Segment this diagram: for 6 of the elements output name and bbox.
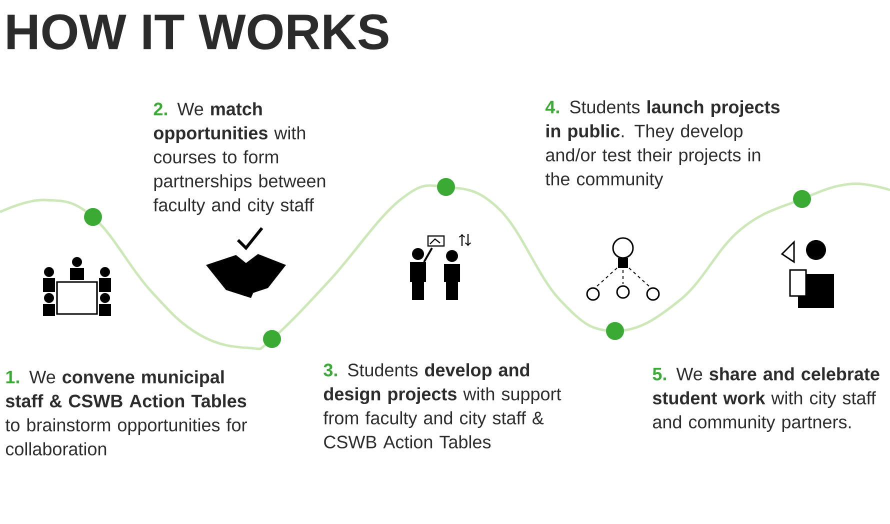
step-text: 5. We share and celebrate student work with city staff and community partners. bbox=[652, 367, 880, 432]
step-text: 4. Students launch projects in public. They develop and/or test their projects in the community bbox=[545, 100, 780, 189]
step-text: 3. Students develop and design projects with support from faculty and city staff & CSWB Action Tables bbox=[323, 363, 562, 448]
step-text: 1. We convene municipal staff & CSWB Action Tables to brainstorm opportunities for collaboration bbox=[5, 370, 247, 456]
step-text: 2. We match opportunities with courses to form partnerships between faculty and city staff bbox=[153, 102, 326, 215]
title: HOW IT WORKS bbox=[8, 14, 388, 50]
